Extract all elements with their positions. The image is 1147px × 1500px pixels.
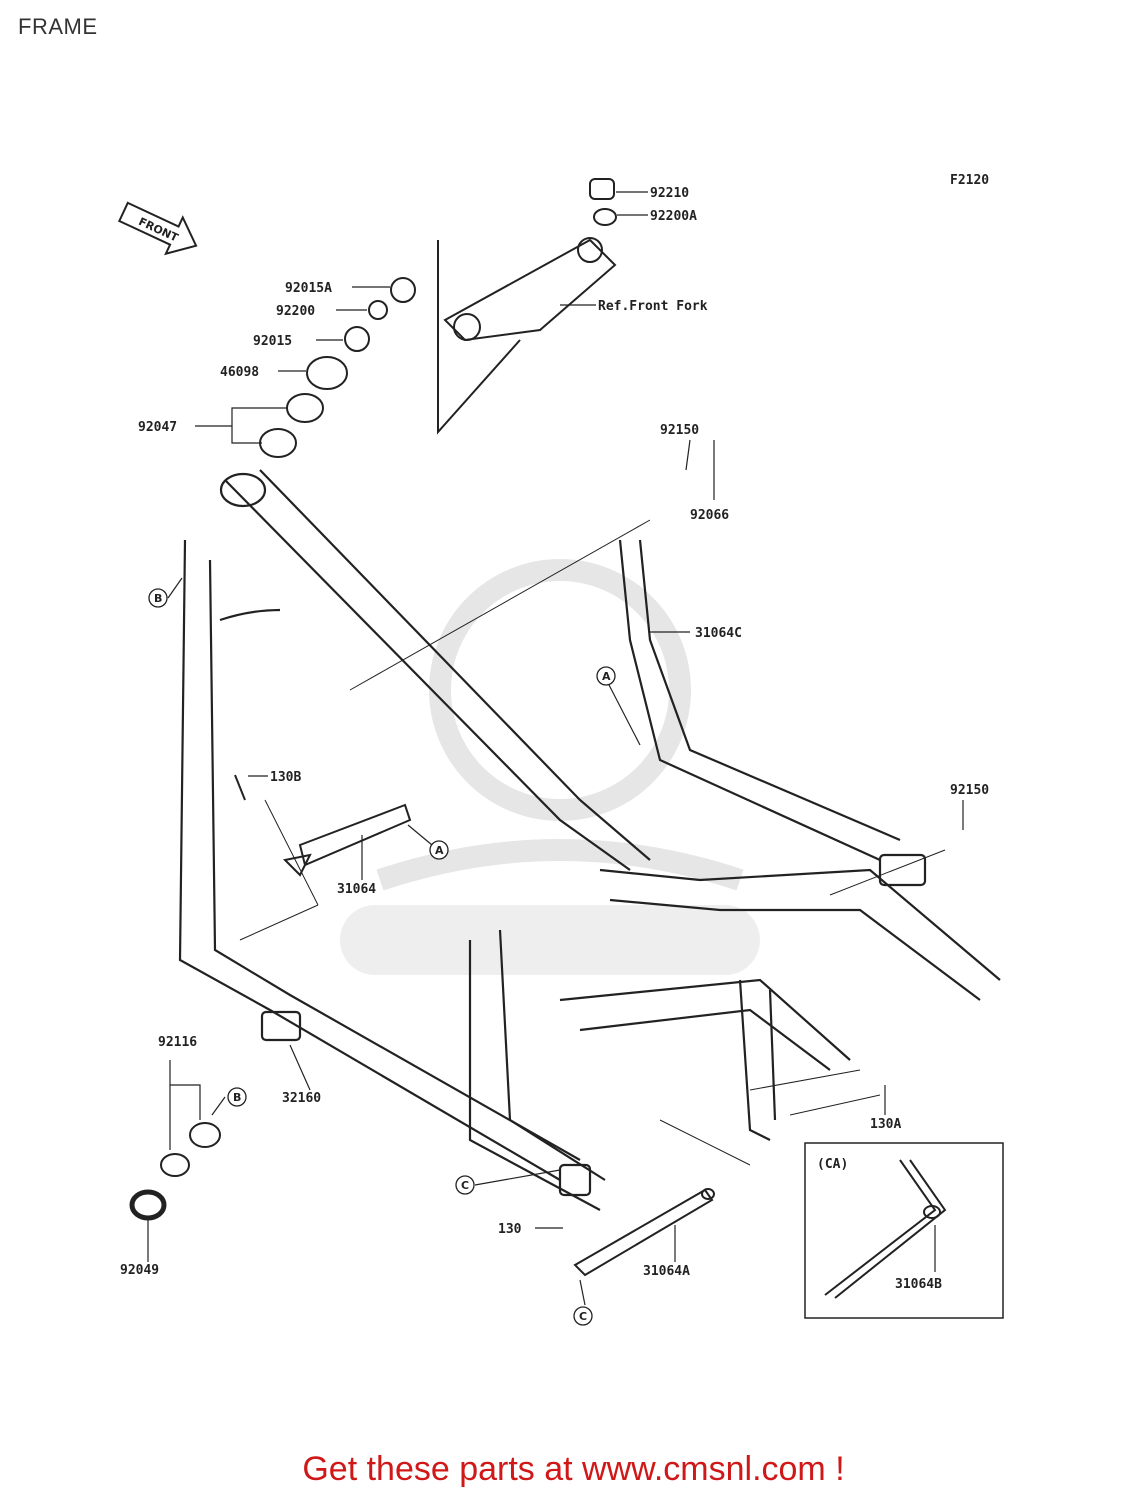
part-92150-top: 92150 [660,423,699,438]
part-32160: 32160 [282,1091,321,1106]
callout-b-lower: B [227,1087,247,1107]
watermark-logo [376,559,744,891]
part-92015a: 92015A [285,281,332,296]
figure-code: F2120 [950,173,989,188]
svg-text:C: C [579,1310,587,1323]
ca-inset: (CA) 31064B [804,1142,1004,1319]
part-92047: 92047 [138,420,177,435]
svg-text:B: B [154,592,162,605]
part-92200: 92200 [276,304,315,319]
svg-text:C: C [461,1179,469,1192]
page-title: FRAME [18,14,98,39]
crossmember-31064a-icon [573,1188,715,1277]
part-92049: 92049 [120,1263,159,1278]
part-130b: 130B [270,770,301,785]
race-92116-a-icon [189,1122,221,1148]
bearing-upper-icon [286,393,324,423]
part-31064c: 31064C [695,626,742,641]
stem-hardware [259,178,617,458]
svg-text:B: B [233,1091,241,1104]
bearing-lower-icon [259,428,297,458]
part-31064: 31064 [337,882,376,897]
leader-lines [147,191,964,1306]
watermark-url-bar [340,905,760,975]
parts-diagram: F2120 FRONT [118,173,1004,1326]
nut-92210-icon [589,178,615,200]
footer-promo-text: Get these parts at www.cmsnl.com ! [302,1450,845,1488]
part-92210: 92210 [650,186,689,201]
fork-bracket-icon [437,237,617,435]
front-arrow-icon: FRONT [118,201,198,256]
race-92116-b-icon [160,1153,190,1177]
crossmember-31064-icon [234,774,412,877]
part-46098: 46098 [220,365,259,380]
callout-a-lower: A [429,840,449,860]
ca-box-label: (CA) [817,1157,848,1172]
part-130a: 130A [870,1117,901,1132]
bearing-parts-lower [129,1122,221,1221]
seal-46098-icon [306,356,348,390]
svg-text:A: A [435,844,444,857]
svg-text:A: A [602,670,611,683]
part-92200a: 92200A [650,209,697,224]
reference-lines [239,519,946,1166]
callout-b-upper: B [148,588,168,608]
part-92116: 92116 [158,1035,197,1050]
part-31064a: 31064A [643,1264,690,1279]
part-31064b: 31064B [895,1277,942,1292]
part-92015: 92015 [253,334,292,349]
locknut-92015a-icon [390,277,416,303]
part-92150-right: 92150 [950,783,989,798]
callout-a-upper: A [596,666,616,686]
frame-body [178,469,1001,1211]
lockwasher-92200-icon [368,300,388,320]
callout-c-left: C [455,1175,475,1195]
washer-92200a-icon [593,208,617,226]
part-130: 130 [498,1222,522,1237]
ref-front-fork: Ref.Front Fork [598,299,708,314]
callout-c-bottom: C [573,1306,593,1326]
part-92066: 92066 [690,508,729,523]
seal-92049-icon [129,1189,167,1221]
locknut-92015-icon [344,326,370,352]
